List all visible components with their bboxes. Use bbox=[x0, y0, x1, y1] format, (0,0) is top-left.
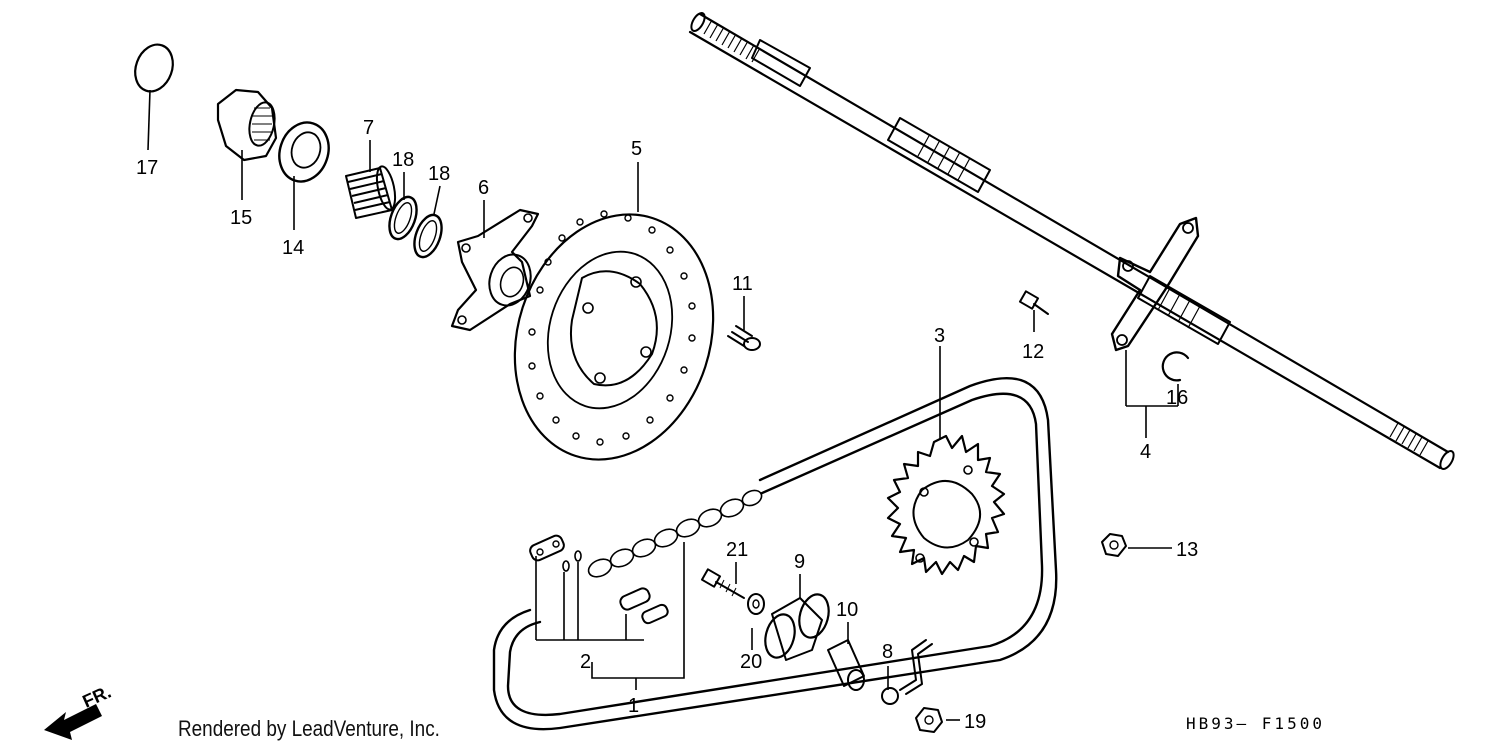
lock-nut-14 bbox=[278, 121, 330, 183]
callout-labels: 1 2 3 4 5 6 7 8 9 10 11 12 13 14 15 16 1… bbox=[136, 117, 1198, 733]
callout-6: 6 bbox=[478, 177, 489, 199]
collar-10 bbox=[827, 639, 865, 691]
callout-14: 14 bbox=[282, 237, 304, 259]
hub-flange bbox=[450, 208, 540, 332]
leader-2 bbox=[535, 556, 644, 641]
stud-bolt-12 bbox=[1018, 290, 1049, 315]
driven-sprocket bbox=[886, 434, 1006, 576]
callout-20: 20 bbox=[740, 651, 762, 673]
callout-5: 5 bbox=[631, 138, 642, 160]
callout-18a: 18 bbox=[392, 149, 414, 171]
callout-21: 21 bbox=[726, 539, 748, 561]
nut-13 bbox=[1101, 533, 1127, 557]
bolt-11 bbox=[727, 325, 761, 351]
callout-7: 7 bbox=[363, 117, 374, 139]
drive-chain bbox=[492, 377, 1058, 731]
callout-19: 19 bbox=[964, 711, 986, 733]
bolt-21 bbox=[700, 568, 745, 599]
callout-9: 9 bbox=[794, 551, 805, 573]
callout-15: 15 bbox=[230, 207, 252, 229]
front-direction-label: FR. bbox=[79, 682, 114, 712]
oil-seal-18b bbox=[413, 213, 443, 259]
callout-16: 16 bbox=[1166, 387, 1188, 409]
callout-2: 2 bbox=[580, 651, 591, 673]
chain-roller bbox=[764, 593, 830, 661]
nut-19 bbox=[915, 707, 943, 733]
callout-13: 13 bbox=[1176, 539, 1198, 561]
leader-1 bbox=[591, 542, 685, 690]
front-direction-arrow-icon: FR. bbox=[44, 682, 114, 740]
callout-1: 1 bbox=[628, 695, 639, 717]
diagram-code: HB93– F1500 bbox=[1186, 714, 1325, 733]
leader-lines bbox=[147, 89, 1179, 721]
circlip-17 bbox=[134, 43, 174, 93]
castle-nut-15 bbox=[216, 88, 278, 162]
callout-8: 8 bbox=[882, 641, 893, 663]
callout-18b: 18 bbox=[428, 163, 450, 185]
callout-4: 4 bbox=[1140, 441, 1151, 463]
callout-11: 11 bbox=[732, 273, 753, 295]
needle-bearing bbox=[345, 165, 397, 219]
circlip-16 bbox=[1161, 351, 1190, 382]
washer-20 bbox=[747, 593, 765, 615]
oil-seal-18a bbox=[388, 195, 418, 241]
callout-10: 10 bbox=[836, 599, 858, 621]
master-link-set bbox=[529, 534, 669, 625]
brake-disc bbox=[513, 210, 715, 461]
callout-17: 17 bbox=[136, 157, 158, 179]
rear-axle-shaft bbox=[688, 11, 1455, 471]
chain-guide-clip bbox=[881, 639, 933, 705]
callout-3: 3 bbox=[934, 325, 945, 347]
callout-12: 12 bbox=[1022, 341, 1044, 363]
credit-text: Rendered by LeadVenture, Inc. bbox=[178, 716, 440, 741]
